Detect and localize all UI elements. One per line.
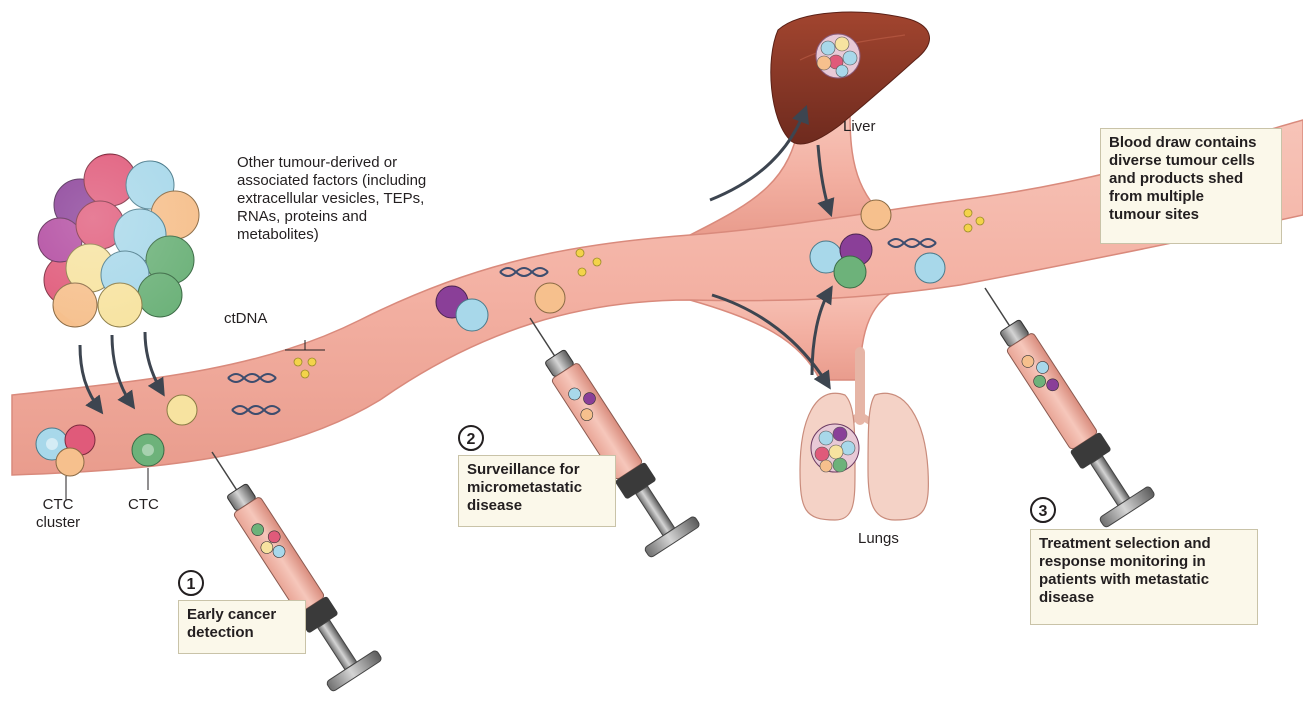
lungs-label: Lungs [858,530,899,548]
step-2-badge: 2 [458,425,484,451]
blood-draw-callout: Blood draw contains diverse tumour cells… [1100,128,1282,244]
orange-cell-1 [535,283,565,313]
treatment-callout: Treatment selection and response monitor… [1030,529,1258,625]
ctc-cell [132,434,164,466]
lung-tumour [811,424,859,472]
liver-tumour [816,34,860,78]
blue-cell-1 [915,253,945,283]
orange-cell-2 [861,200,891,230]
ctc-cluster-label: CTC cluster [36,496,80,532]
ctc-label: CTC [128,496,159,514]
yellow-cell-1 [167,395,197,425]
other-factors-label: Other tumour-derived or associated facto… [237,154,426,244]
tumour-icon [30,154,210,335]
ctdna-label: ctDNA [224,310,267,328]
surveillance-callout: Surveillance for micrometastatic disease [458,455,616,527]
step-3-badge: 3 [1030,497,1056,523]
liver-label: Liver [843,118,876,136]
step-1-badge: 1 [178,570,204,596]
syringe-icon [960,272,1156,529]
early-detection-callout: Early cancer detection [178,600,306,654]
